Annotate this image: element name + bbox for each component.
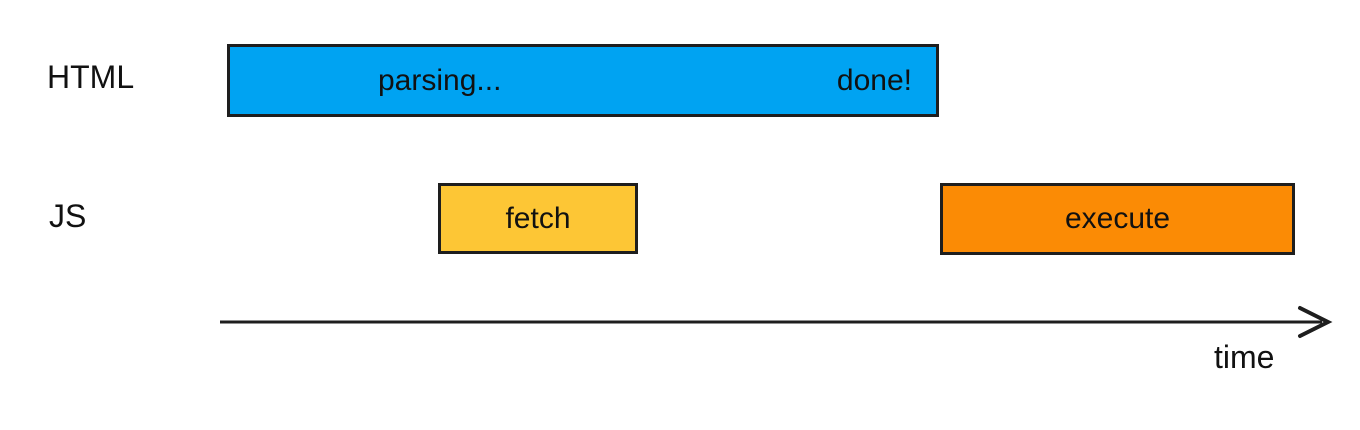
time-axis-label: time xyxy=(1214,339,1275,375)
html-parsing-bar: parsing... done! xyxy=(227,44,939,117)
row-label-html: HTML xyxy=(47,59,135,95)
time-axis-arrow xyxy=(220,306,1333,338)
js-execute-bar: execute xyxy=(940,183,1295,255)
parsing-done-label: done! xyxy=(836,63,912,97)
fetch-bar-label: fetch xyxy=(505,201,571,235)
arrow-right-icon xyxy=(1298,306,1333,338)
parsing-bar-label: parsing... xyxy=(378,63,502,97)
row-label-js: JS xyxy=(49,198,87,234)
execute-bar-label: execute xyxy=(1064,202,1171,235)
js-fetch-bar: fetch xyxy=(438,183,638,254)
